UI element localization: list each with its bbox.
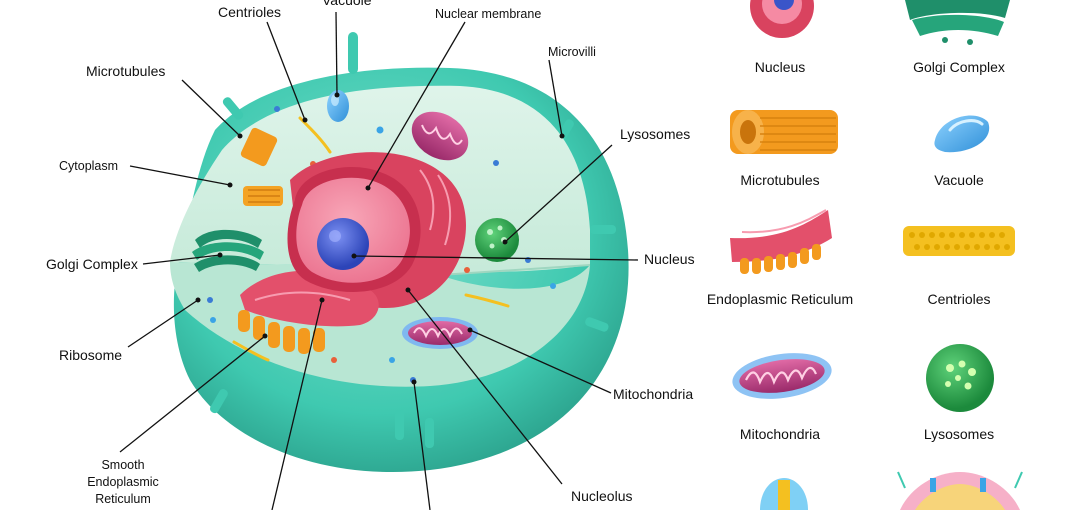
gallery-vacuole-icon xyxy=(934,115,990,153)
label-smooth-er: Smooth Endoplasmic Reticulum xyxy=(80,457,166,508)
gallery-label-lysosomes: Lysosomes xyxy=(923,426,995,442)
smooth-er xyxy=(238,310,325,354)
label-ribosome: Ribosome xyxy=(59,347,123,363)
leader-dots xyxy=(195,92,565,385)
label-smooth-er-line3: Reticulum xyxy=(95,492,151,506)
label-smooth-er-line2: Endoplasmic xyxy=(87,475,159,489)
gallery-partial-icon-2 xyxy=(897,471,1023,510)
leader-lines xyxy=(119,11,639,510)
label-cytoplasm: Cytoplasm xyxy=(59,159,119,173)
gallery-centrioles-icon xyxy=(903,226,1015,256)
mitochondrion-bottom xyxy=(402,317,478,349)
gallery-nucleus-icon xyxy=(750,0,814,38)
gallery-partial-icon-1 xyxy=(760,478,808,510)
gallery-microtubules-icon xyxy=(730,110,838,154)
gallery-golgi-icon xyxy=(905,0,1010,45)
microtubules xyxy=(240,127,283,206)
nucleus xyxy=(287,167,421,292)
label-nucleus: Nucleus xyxy=(644,251,695,267)
gallery-label-nucleus: Nucleus xyxy=(754,59,806,75)
gallery-label-golgi-complex: Golgi Complex xyxy=(913,59,1005,75)
label-nucleolus: Nucleolus xyxy=(571,488,633,504)
label-mitochondria: Mitochondria xyxy=(613,386,694,402)
gallery-label-endoplasmic-reticulum: Endoplasmic Reticulum xyxy=(706,291,854,307)
label-centrioles: Centrioles xyxy=(218,4,282,20)
label-vacuole: Vacuole xyxy=(322,0,372,8)
mitochondrion-top xyxy=(411,111,469,161)
gallery-label-centrioles: Centrioles xyxy=(927,291,991,307)
gallery-mitochondria-icon xyxy=(732,353,832,399)
gallery-lysosomes-icon xyxy=(926,344,994,412)
label-smooth-er-line1: Smooth xyxy=(101,458,145,472)
lysosome xyxy=(475,218,519,262)
golgi xyxy=(192,229,264,272)
gallery-er-icon xyxy=(730,209,832,274)
label-microvilli: Microvilli xyxy=(548,45,596,59)
gallery-label-microtubules: Microtubules xyxy=(740,172,820,188)
label-golgi-complex: Golgi Complex xyxy=(46,256,138,272)
gallery-label-vacuole: Vacuole xyxy=(934,172,984,188)
label-nuclear-membrane: Nuclear membrane xyxy=(435,7,542,21)
label-microtubules: Microtubules xyxy=(86,63,166,79)
label-lysosomes: Lysosomes xyxy=(620,126,691,142)
gallery-label-mitochondria: Mitochondria xyxy=(739,426,821,442)
